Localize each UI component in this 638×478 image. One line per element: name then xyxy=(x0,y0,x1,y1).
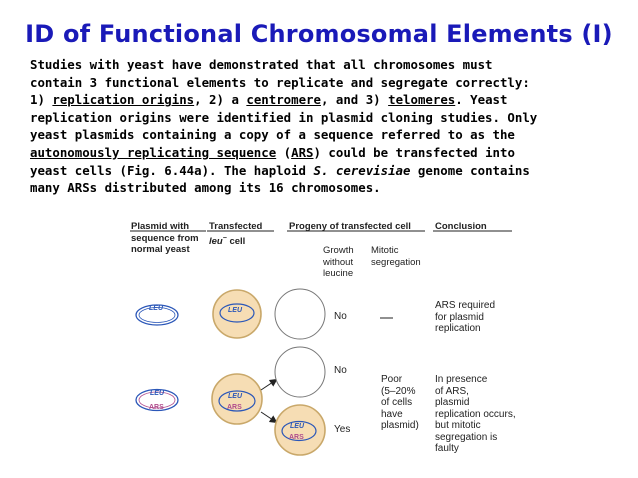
conclusion-line: replication occurs, xyxy=(435,408,516,420)
paragraph-line-7: yeast cells (Fig. 6.44a). The haploid S.… xyxy=(30,162,630,180)
plasmid-leu-only-inner xyxy=(138,307,176,323)
paragraph-line-8: many ARSs distributed among its 16 chrom… xyxy=(30,180,381,196)
progeny-leu-label: LEU xyxy=(290,423,304,430)
header-line: sequence from xyxy=(131,232,199,244)
body-paragraph: Studies with yeast have demonstrated tha… xyxy=(30,56,630,197)
header-line: leu− cell xyxy=(209,234,246,247)
cell-plasmid-row1 xyxy=(219,303,255,323)
arrow-to-plasmid-progeny xyxy=(260,411,278,424)
text-segment: 1) xyxy=(30,92,53,108)
species-name: S. cerevisiae xyxy=(313,162,411,178)
segregation-line: Poor xyxy=(381,374,403,385)
conclusion-line: plasmid xyxy=(435,397,470,408)
paragraph-line-3: 1) replication origins, 2) a centromere,… xyxy=(30,91,630,109)
header-line: without xyxy=(323,256,354,268)
text-segment: ( xyxy=(276,144,292,160)
conclusion-line: of ARS, xyxy=(435,385,469,397)
arrow-to-empty-progeny xyxy=(260,378,278,391)
cell-leu-label-row2: LEU xyxy=(228,393,242,400)
progeny-plasmid xyxy=(281,420,317,442)
header-line: normal yeast xyxy=(131,244,190,255)
term-telomeres: telomeres xyxy=(388,92,456,108)
row1-growth: No xyxy=(334,311,347,322)
segregation-line: have xyxy=(381,408,403,420)
row2-conclusion: In presence of ARS, plasmid replication … xyxy=(435,374,516,455)
header-line: Mitotic xyxy=(371,245,399,256)
term-centromere: centromere xyxy=(246,92,321,108)
mitotic-subheader: Mitotic segregation xyxy=(371,245,421,268)
plasmid-ars-label: ARS xyxy=(149,404,164,411)
row2-growth-no: No xyxy=(334,365,347,376)
conclusion-line: segregation is xyxy=(435,431,498,443)
progeny-column-header: Progeny of transfected cell xyxy=(289,221,411,232)
header-line: segregation xyxy=(371,256,421,268)
header-line: Transfected xyxy=(209,221,263,232)
segregation-line: of cells xyxy=(381,397,413,408)
conclusion-column-header: Conclusion xyxy=(435,221,487,232)
paragraph-line-2: contain 3 functional elements to replica… xyxy=(30,74,530,90)
term-autonomously-replicating-sequence: autonomously replicating sequence xyxy=(30,144,277,160)
text-segment: , and 3) xyxy=(320,92,389,108)
transfected-cell-row1 xyxy=(212,289,262,339)
conclusion-line: replication xyxy=(435,323,481,334)
cell-plasmid-row2 xyxy=(218,390,256,412)
plasmid-leu-label: LEU xyxy=(149,305,163,312)
paragraph-line-4: replication origins were identified in p… xyxy=(30,109,538,125)
text-segment: yeast cells (Fig. 6.44a). The haploid xyxy=(30,162,314,178)
header-line: leucine xyxy=(323,268,354,279)
plasmid-column-header: Plasmid with sequence from normal yeast xyxy=(131,221,199,256)
conclusion-line: but mitotic xyxy=(435,420,481,431)
genotype-minus: − xyxy=(222,234,227,242)
paragraph-line-5: yeast plasmids containing a copy of a se… xyxy=(30,127,515,143)
row1-conclusion: ARS required for plasmid replication xyxy=(435,300,495,335)
segregation-line: plasmid) xyxy=(381,420,419,431)
term-replication-origins: replication origins xyxy=(52,92,195,108)
transfected-cell-row2 xyxy=(211,373,263,425)
plasmid-leu-ars xyxy=(135,388,179,412)
leu-genotype: leu xyxy=(209,235,223,247)
progeny-ars-label: ARS xyxy=(289,434,304,441)
cell-ars-label-row2: ARS xyxy=(227,404,242,411)
segregation-line: (5–20% xyxy=(381,385,416,397)
conclusion-line: ARS required xyxy=(435,300,496,311)
growth-subheader: Growth without leucine xyxy=(323,245,354,280)
conclusion-line: faulty xyxy=(435,443,459,454)
header-text: cell xyxy=(226,235,246,247)
progeny-cell-row1 xyxy=(274,288,326,340)
progeny-cell-no-plasmid xyxy=(274,346,326,398)
progeny-cell-with-plasmid xyxy=(274,404,326,456)
conclusion-line: In presence xyxy=(435,374,488,385)
text-segment: . Yeast xyxy=(455,92,508,108)
text-segment: genome contains xyxy=(410,162,530,178)
header-line: Plasmid with xyxy=(131,221,190,232)
transfected-column-header: Transfected leu− cell xyxy=(209,221,262,247)
row2-segregation: Poor (5–20% of cells have plasmid) xyxy=(381,374,419,432)
row2-growth-yes: Yes xyxy=(334,424,351,435)
header-line: Growth xyxy=(323,245,354,256)
text-segment: , 2) a xyxy=(194,92,247,108)
text-segment: ) could be transfected into xyxy=(313,144,515,160)
plasmid-leu-only xyxy=(135,304,179,326)
cell-leu-label-row1: LEU xyxy=(228,307,242,314)
plasmid-leu-ars-inner xyxy=(138,391,176,409)
slide-title: ID of Functional Chromosomal Elements (I… xyxy=(25,20,613,48)
paragraph-line-6: autonomously replicating sequence (ARS) … xyxy=(30,144,630,162)
term-ars: ARS xyxy=(291,144,314,160)
paragraph-line-1: Studies with yeast have demonstrated tha… xyxy=(30,57,493,72)
plasmid-leu-label-row2: LEU xyxy=(150,390,164,397)
conclusion-line: for plasmid xyxy=(435,311,484,323)
